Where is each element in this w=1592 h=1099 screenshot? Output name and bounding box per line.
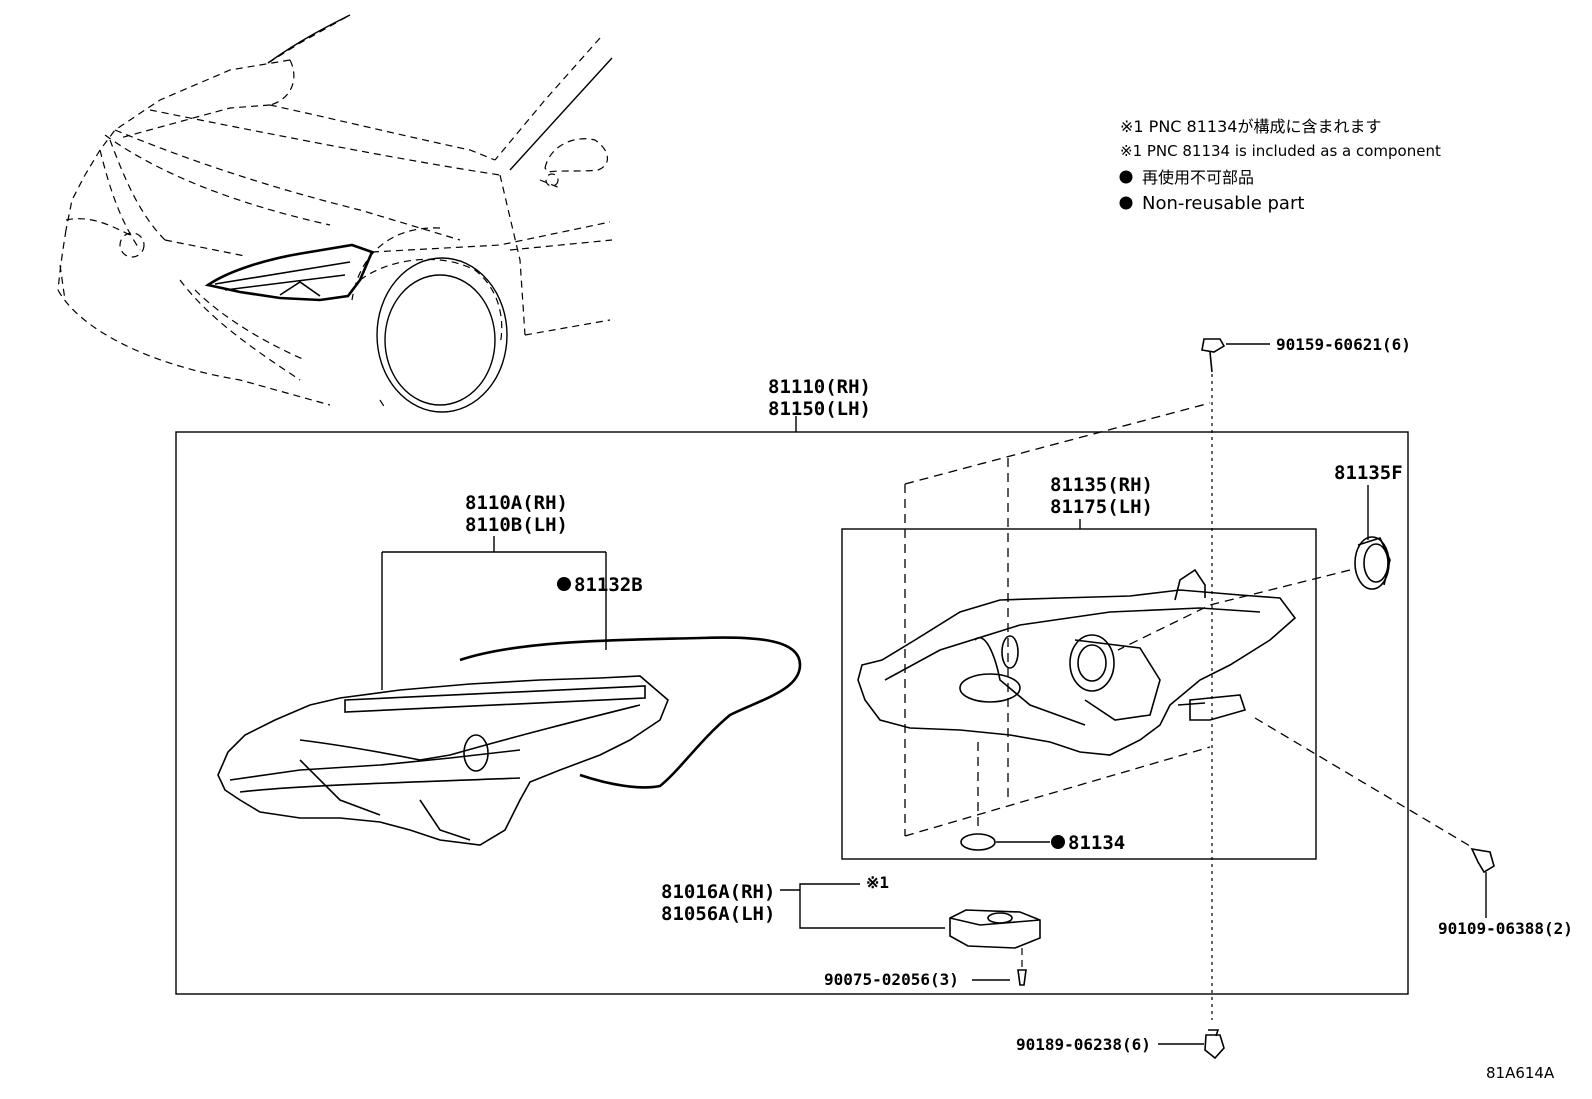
label-81056A: 81056A(LH) xyxy=(661,903,775,925)
note-pnc-jp: ※1 PNC 81134が構成に含まれます xyxy=(1120,117,1381,136)
bolt-right xyxy=(1470,847,1495,874)
label-81135: 81135(RH) xyxy=(1050,474,1153,496)
bullet-icon xyxy=(1119,170,1133,184)
label-8110B: 8110B(LH) xyxy=(465,514,568,536)
bullet-icon xyxy=(1119,196,1133,210)
headlamp-unit xyxy=(857,568,1297,756)
bulb-cover xyxy=(1354,536,1391,590)
headlamp-computer xyxy=(949,909,1041,949)
label-90189: 90189-06238(6) xyxy=(1016,1035,1151,1054)
label-90109: 90109-06388(2) xyxy=(1438,919,1573,938)
label-90075: 90075-02056(3) xyxy=(824,970,959,989)
label-note-ref: ※1 xyxy=(866,873,889,892)
bolt-bottom xyxy=(1204,1029,1225,1060)
label-81016A: 81016A(RH) xyxy=(661,881,775,903)
nonreusable-dot-icon xyxy=(557,577,571,591)
note-nonreusable-jp: 再使用不可部品 xyxy=(1142,168,1254,187)
diagram-code: 81A614A xyxy=(1486,1064,1555,1082)
label-81132B: 81132B xyxy=(574,574,643,596)
label-81135F: 81135F xyxy=(1334,462,1403,484)
label-81134: 81134 xyxy=(1068,832,1125,854)
label-90159: 90159-60621(6) xyxy=(1276,335,1411,354)
bolt-top xyxy=(1201,338,1226,373)
note-nonreusable-en: Non-reusable part xyxy=(1142,193,1304,214)
o-ring xyxy=(960,833,996,851)
assembly-boundary xyxy=(175,431,1409,995)
label-81175: 81175(LH) xyxy=(1050,496,1153,518)
label-81150: 81150(LH) xyxy=(768,398,871,420)
note-pnc-en: ※1 PNC 81134 is included as a component xyxy=(1120,142,1441,160)
notes-block: ※1 PNC 81134が構成に含まれます ※1 PNC 81134 is in… xyxy=(1119,117,1441,214)
label-81110: 81110(RH) xyxy=(768,376,871,398)
vehicle-front-illustration xyxy=(57,14,613,413)
headlamp-unit-box xyxy=(841,528,1317,860)
lens-assembly: 8110A(RH) 8110B(LH) 81132B xyxy=(217,492,802,846)
label-8110A: 8110A(RH) xyxy=(465,492,568,514)
small-screw xyxy=(1017,969,1027,986)
nonreusable-dot-icon xyxy=(1051,835,1065,849)
